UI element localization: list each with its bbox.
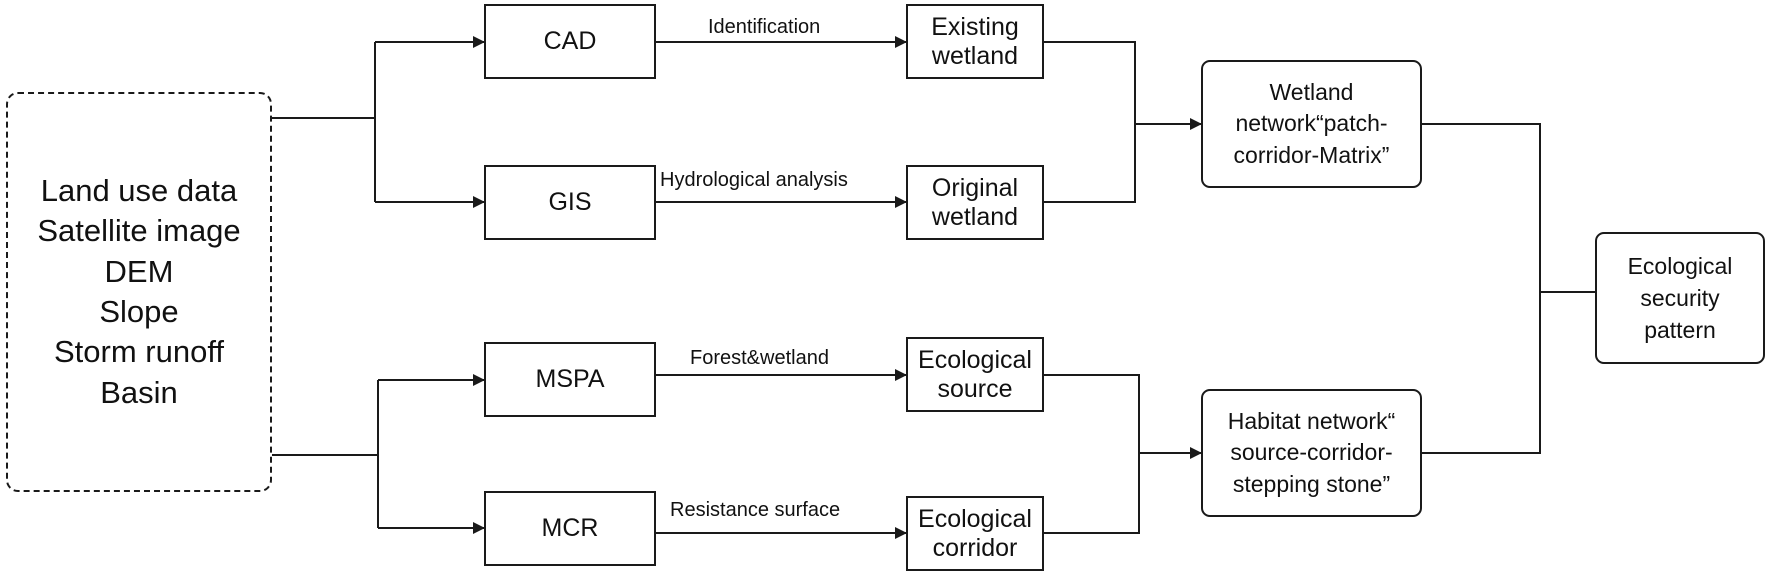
connector-wetland-merge	[1044, 41, 1201, 203]
original-wetland-line1: Original	[931, 173, 1019, 202]
habitat-network-line2: source-corridor-	[1230, 439, 1393, 466]
original-wetland-box: Original wetland	[906, 165, 1044, 240]
ecological-source-line1: Ecological	[918, 345, 1032, 374]
source-item-land-use: Land use data	[40, 173, 238, 209]
wetland-network-line3: corridor-Matrix”	[1233, 141, 1390, 168]
mspa-label: MSPA	[535, 365, 605, 394]
source-item-basin: Basin	[100, 374, 178, 410]
label-identification: Identification	[708, 16, 821, 38]
wetland-network-line1: Wetland	[1269, 79, 1354, 106]
source-item-slope: Slope	[99, 294, 179, 329]
label-resistance-surface: Resistance surface	[670, 499, 841, 521]
existing-wetland-line1: Existing	[931, 12, 1019, 41]
source-item-storm-runoff: Storm runoff	[53, 334, 224, 370]
mcr-box: MCR	[484, 491, 656, 566]
final-line1: Ecological	[1627, 252, 1733, 279]
mcr-label: MCR	[541, 514, 599, 543]
ecological-corridor-line1: Ecological	[918, 504, 1032, 533]
ecological-security-pattern-box: Ecological security pattern	[1595, 232, 1765, 364]
ecological-source-box: Ecological source	[906, 337, 1044, 412]
gis-label: GIS	[548, 188, 592, 217]
original-wetland-line2: wetland	[931, 202, 1019, 231]
final-line2: security	[1640, 284, 1720, 311]
cad-box: CAD	[484, 4, 656, 79]
wetland-network-box: Wetland network“patch- corridor-Matrix”	[1201, 60, 1422, 188]
connector-source-bottom	[272, 380, 379, 528]
final-line3: pattern	[1644, 317, 1716, 344]
habitat-network-line3: stepping stone”	[1232, 470, 1391, 497]
existing-wetland-line2: wetland	[931, 41, 1019, 70]
wetland-network-line2: network“patch-	[1235, 110, 1388, 137]
source-item-satellite: Satellite image	[37, 213, 241, 249]
connector-source-top	[272, 42, 376, 202]
source-item-dem: DEM	[104, 253, 174, 289]
connector-habitat-merge	[1044, 374, 1140, 534]
connector-final-merge	[1422, 123, 1595, 454]
mspa-box: MSPA	[484, 342, 656, 417]
ecological-corridor-box: Ecological corridor	[906, 496, 1044, 571]
cad-label: CAD	[543, 27, 597, 56]
input-data-box: Land use data Satellite image DEM Slope …	[6, 92, 272, 492]
habitat-network-box: Habitat network“ source-corridor- steppi…	[1201, 389, 1422, 517]
ecological-source-line2: source	[937, 374, 1013, 403]
existing-wetland-box: Existing wetland	[906, 4, 1044, 79]
label-hydrological-analysis: Hydrological analysis	[660, 169, 848, 191]
ecological-corridor-line2: corridor	[932, 533, 1018, 562]
habitat-network-line1: Habitat network“	[1227, 408, 1396, 435]
gis-box: GIS	[484, 165, 656, 240]
label-forest-wetland: Forest&wetland	[690, 347, 829, 369]
